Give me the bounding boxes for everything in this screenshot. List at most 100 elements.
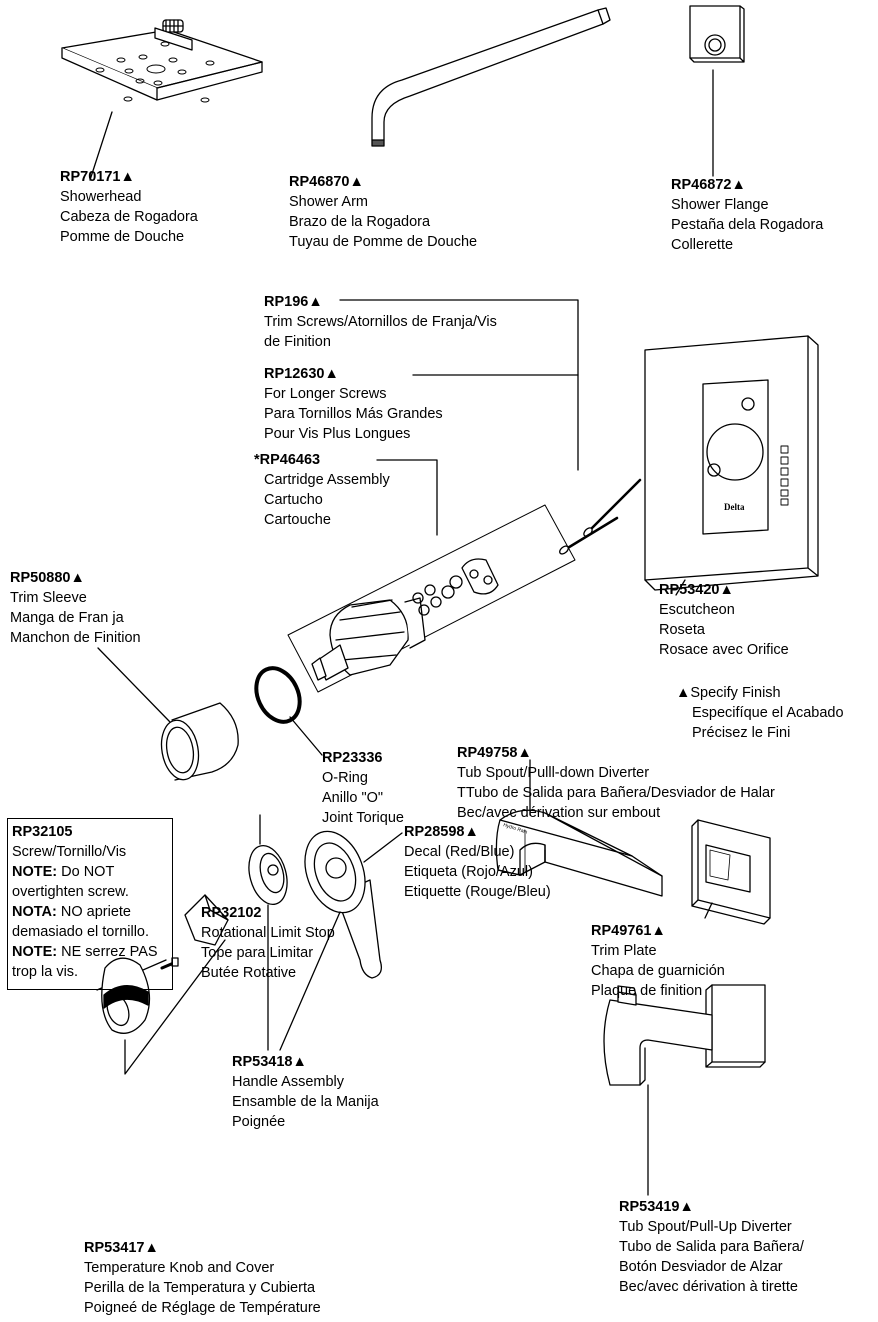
shower-arm-drawing	[371, 7, 611, 147]
desc-en: Shower Flange	[671, 197, 769, 213]
limit-stop-drawing	[248, 814, 288, 1051]
part-number-cartridge: RP46463	[259, 452, 321, 468]
part-number-tub-spout-pullup: RP53419	[619, 1199, 680, 1215]
cartridge-asterisk: *	[254, 452, 260, 468]
part-number-trim-sleeve: RP50880	[10, 570, 71, 586]
desc-en: For Longer Screws	[264, 386, 387, 402]
part-number-shower-arm: RP46870	[289, 174, 350, 190]
finish-mark-shower-flange: ▲	[731, 177, 746, 193]
desc-line: Trim Screws/Atornillos de Franja/Vis	[264, 314, 497, 330]
tub-spout-pulldown-drawing: Hydro Rain	[495, 759, 663, 897]
tub-spout-pullup-drawing	[603, 984, 766, 1196]
temperature-knob-drawing	[101, 939, 226, 1075]
part-number-shower-flange: RP46872	[671, 177, 732, 193]
label-longer-screws: RP12630▲ For Longer Screws Para Tornillo…	[264, 364, 443, 444]
desc-es: Brazo de la Rogadora	[289, 214, 431, 230]
finish-mark-decal: ▲	[464, 824, 479, 840]
finish-note-fr: Précisez le Fini	[692, 725, 791, 741]
desc-es: Etiqueta (Rojo/Azul)	[404, 864, 533, 880]
finish-mark-escutcheon: ▲	[719, 582, 734, 598]
label-shower-arm: RP46870▲ Shower Arm Brazo de la Rogadora…	[289, 172, 477, 252]
finish-mark-tub-spout-pullup: ▲	[679, 1199, 694, 1215]
handle-drawing	[279, 830, 403, 1051]
showerhead-drawing	[61, 19, 263, 181]
desc-en: Decal (Red/Blue)	[404, 844, 515, 860]
finish-mark-handle: ▲	[292, 1054, 307, 1070]
desc-fr: Rosace avec Orifice	[659, 642, 789, 658]
label-trim-screws: RP196▲ Trim Screws/Atornillos de Franja/…	[264, 292, 497, 352]
desc-es: Tubo de Salida para Bañera/	[619, 1239, 804, 1255]
desc-fr: Butée Rotative	[201, 965, 297, 981]
finish-mark-trim-plate: ▲	[651, 923, 666, 939]
note-en: NOTE: Do NOT overtighten screw.	[12, 862, 168, 902]
part-number-temperature-knob: RP53417	[84, 1240, 145, 1256]
specify-finish-note: ▲Specify Finish Especifíque el Acabado P…	[676, 683, 844, 743]
note-en-text: Do NOT overtighten screw.	[12, 864, 129, 900]
desc-es: Cabeza de Rogadora	[60, 209, 198, 225]
label-tub-spout-pullup: RP53419▲ Tub Spout/Pull-Up Diverter Tubo…	[619, 1197, 804, 1297]
desc-es: Roseta	[659, 622, 705, 638]
part-number-escutcheon: RP53420	[659, 582, 720, 598]
escutcheon-logo: Delta	[724, 502, 745, 512]
label-decal: RP28598▲ Decal (Red/Blue) Etiqueta (Rojo…	[404, 822, 551, 902]
desc-fr: Poigneé de Réglage de Température	[84, 1300, 321, 1316]
desc-fr: Pour Vis Plus Longues	[264, 426, 411, 442]
trim-plate-drawing	[691, 819, 771, 925]
desc-en: Escutcheon	[659, 602, 735, 618]
label-limit-stop: RP32102 Rotational Limit Stop Tope para …	[201, 903, 335, 983]
desc-en: Temperature Knob and Cover	[84, 1260, 275, 1276]
desc-es: Pestaña dela Rogadora	[671, 217, 824, 233]
desc-en: Trim Sleeve	[10, 590, 87, 606]
desc-fr: Bec/avec dérivation sur embout	[457, 805, 661, 821]
finish-mark-trim-sleeve: ▲	[70, 570, 85, 586]
part-number-limit-stop: RP32102	[201, 905, 262, 921]
part-number-trim-screws: RP196	[264, 294, 309, 310]
desc-en: Handle Assembly	[232, 1074, 345, 1090]
trim-screws-drawing	[559, 478, 642, 555]
desc-en: Shower Arm	[289, 194, 368, 210]
note-fr-text: NE serrez PAS trop la vis.	[12, 944, 158, 980]
label-trim-plate: RP49761▲ Trim Plate Chapa de guarnición …	[591, 921, 725, 1001]
note-fr-label: NOTE:	[12, 944, 58, 960]
part-number-trim-plate: RP49761	[591, 923, 652, 939]
part-number-longer-screws: RP12630	[264, 366, 325, 382]
note-es-text: NO apriete demasiado el tornillo.	[12, 904, 150, 940]
label-cartridge: *RP46463 Cartridge Assembly Cartucho Car…	[254, 450, 390, 530]
desc-fr: Manchon de Finition	[10, 630, 141, 646]
screw-note-box: RP32105 Screw/Tornillo/Vis NOTE: Do NOT …	[7, 818, 173, 990]
part-number-handle: RP53418	[232, 1054, 293, 1070]
desc-fr: Poignée	[232, 1114, 286, 1130]
note-es: NOTA: NO apriete demasiado el tornillo.	[12, 902, 168, 942]
o-ring-drawing	[254, 666, 323, 756]
desc-fr: Plaque de finition	[591, 983, 703, 999]
part-number-tub-spout-pulldown: RP49758	[457, 745, 518, 761]
label-escutcheon: RP53420▲ Escutcheon Roseta Rosace avec O…	[659, 580, 789, 660]
part-number-screw: RP32105	[12, 824, 73, 840]
desc-es: TTubo de Salida para Bañera/Desviador de…	[457, 785, 775, 801]
note-fr: NOTE: NE serrez PAS trop la vis.	[12, 942, 168, 982]
finish-mark-legend: ▲	[676, 685, 691, 701]
part-number-decal: RP28598	[404, 824, 465, 840]
trim-sleeve-drawing	[97, 647, 239, 781]
desc-fr: Collerette	[671, 237, 734, 253]
desc-fr: Tuyau de Pomme de Douche	[289, 234, 478, 250]
desc-es-2: Botón Desviador de Alzar	[619, 1259, 783, 1275]
part-number-o-ring: RP23336	[322, 750, 383, 766]
finish-note-en: Specify Finish	[690, 685, 781, 701]
desc-es: Chapa de guarnición	[591, 963, 725, 979]
label-o-ring: RP23336 O-Ring Anillo "O" Joint Torique	[322, 748, 404, 828]
finish-note-es: Especifíque el Acabado	[692, 705, 844, 721]
note-es-label: NOTA:	[12, 904, 57, 920]
finish-mark-shower-arm: ▲	[349, 174, 364, 190]
screw-leader-lines	[339, 299, 579, 536]
finish-mark-tub-spout-pulldown: ▲	[517, 745, 532, 761]
desc-fr: Bec/avec dérivation à tirette	[619, 1279, 798, 1295]
desc-line: de Finition	[264, 334, 331, 350]
desc-es: Cartucho	[264, 492, 323, 508]
desc-es: Tope para Limitar	[201, 945, 314, 961]
label-trim-sleeve: RP50880▲ Trim Sleeve Manga de Fran ja Ma…	[10, 568, 141, 648]
finish-mark-temperature-knob: ▲	[144, 1240, 159, 1256]
desc-en: Cartridge Assembly	[264, 472, 390, 488]
screw-desc: Screw/Tornillo/Vis	[12, 844, 127, 860]
